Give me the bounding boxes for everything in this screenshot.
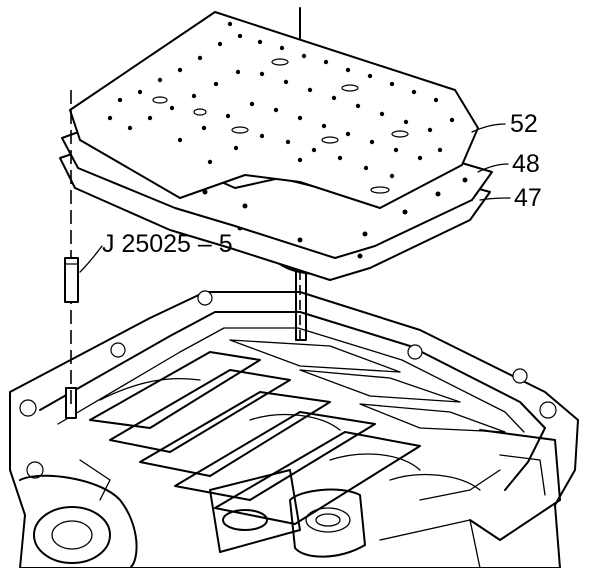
- transmission-case-icon: [9, 290, 579, 568]
- tool-callout-label: J 25025 – 5: [102, 230, 233, 258]
- valve-body-spacer-plate-icon: [69, 7, 479, 209]
- case-fluid-channels: [79, 339, 506, 525]
- case-side-casting: [379, 429, 561, 568]
- guide-pin-tool-icon: [64, 90, 79, 410]
- callout-47-label: 47: [514, 184, 542, 212]
- case-bolt-bosses: [19, 290, 557, 479]
- spacer-plate-slots: [152, 58, 409, 194]
- spacer-plate-holes: [107, 21, 455, 179]
- callout-52-label: 52: [510, 110, 538, 138]
- case-servo-pocket: [209, 469, 366, 558]
- callout-48-label: 48: [512, 150, 540, 178]
- callout-leaders: [79, 123, 511, 273]
- case-front-pump: [19, 474, 138, 568]
